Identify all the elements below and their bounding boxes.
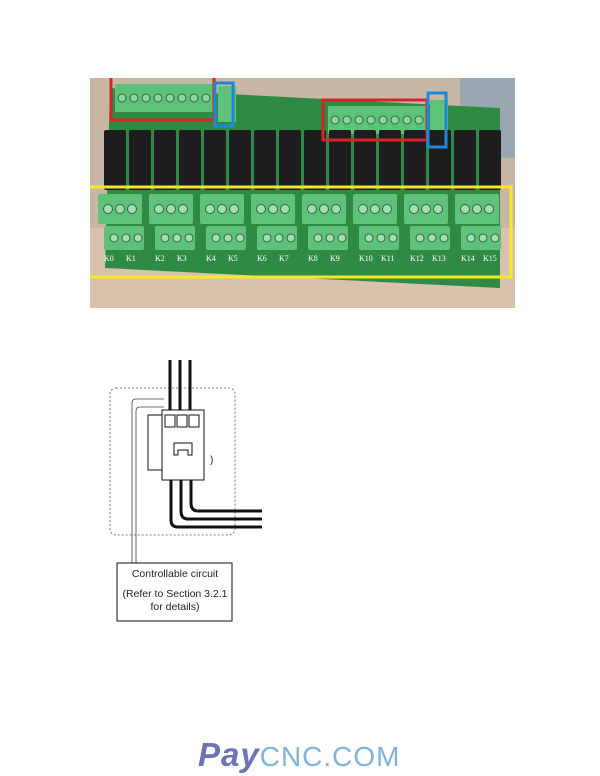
relay <box>204 130 226 190</box>
relay <box>279 130 301 190</box>
terminal-label: K15 <box>483 254 497 263</box>
svg-text:): ) <box>210 455 213 466</box>
terminal-label: K7 <box>279 254 289 263</box>
relay <box>479 130 501 190</box>
blue-highlight-left <box>213 81 235 128</box>
relay <box>429 130 451 190</box>
terminal-label: K3 <box>177 254 187 263</box>
terminal-label: K9 <box>330 254 340 263</box>
yellow-highlight-terminals <box>90 185 513 279</box>
relay <box>129 130 151 190</box>
terminal-label: K14 <box>461 254 475 263</box>
paycnc-logo: PayCNC.COM <box>198 736 401 773</box>
relay <box>354 130 376 190</box>
section-reference-line1: (Refer to Section 3.2.1 <box>122 588 228 600</box>
terminal-label: K4 <box>206 254 216 263</box>
relay <box>229 130 251 190</box>
terminal-label: K12 <box>410 254 424 263</box>
contactor-wiring-diagram: ) <box>109 360 262 622</box>
relay <box>154 130 176 190</box>
relay <box>304 130 326 190</box>
terminal-label: K11 <box>381 254 394 263</box>
blue-highlight-right <box>426 91 448 149</box>
terminal-label: K2 <box>155 254 165 263</box>
terminal-label: K0 <box>104 254 114 263</box>
relay-board-photo: K0 K1 K2 K3 K4 K5 K6 K7 K8 K9 K10 K11 K12 K13 K14 K15 <box>90 78 515 308</box>
relay <box>329 130 351 190</box>
relay <box>379 130 401 190</box>
terminal-label: K1 <box>126 254 136 263</box>
relay <box>404 130 426 190</box>
terminal-label: K6 <box>257 254 267 263</box>
relay <box>104 130 126 190</box>
terminal-label: K8 <box>308 254 318 263</box>
section-reference-line2: for details) <box>150 601 200 613</box>
terminal-label: K5 <box>228 254 238 263</box>
terminal-label: K13 <box>432 254 446 263</box>
relay <box>254 130 276 190</box>
terminal-label: K10 <box>359 254 373 263</box>
relay <box>179 130 201 190</box>
relay <box>454 130 476 190</box>
controllable-circuit-label: Controllable circuit <box>131 568 219 580</box>
